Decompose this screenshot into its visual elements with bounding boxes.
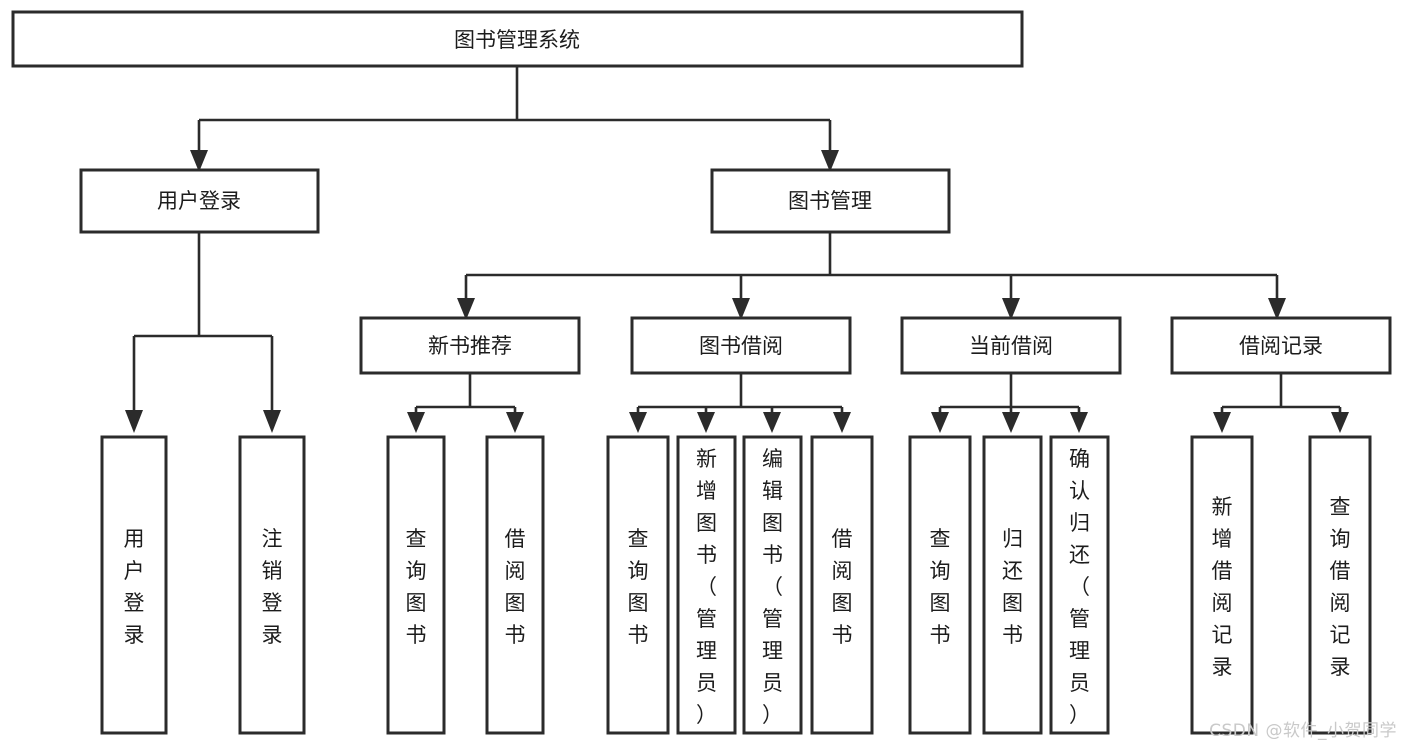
connector-layer [125,66,1349,433]
arrow-head-book-manage [821,150,839,172]
leaf-query-book-bor-rect[interactable] [606,435,670,735]
node-current-borrow-rect[interactable] [900,316,1122,375]
arrow-head-leaf-borrow-book-new [506,412,524,433]
leaf-add-book-rect[interactable] [676,435,737,735]
arrow-head-leaf-add-book [697,412,715,433]
connector-currentborrow-to-leaves [931,373,1088,433]
leaf-borrow-book-bor-rect[interactable] [810,435,874,735]
leaf-user-login-rect[interactable] [100,435,168,735]
connector-bookborrow-to-leaves [629,373,851,433]
leaf-query-book-new-label: 查询图书 [406,527,427,647]
node-root-rect[interactable] [11,10,1024,68]
connector-bookmanage-to-level3 [457,232,1286,320]
leaf-borrow-book-new-label: 借阅图书 [505,527,526,647]
leaf-return-book-label: 归还图书 [1002,527,1023,647]
node-root[interactable]: 图书管理系统 [11,10,1024,68]
leaf-confirm-return[interactable]: 确认归还（管理员） [1049,435,1110,735]
node-user-login-label: 用户登录 [157,189,241,213]
arrow-head-leaf-edit-book [763,412,781,433]
leaf-return-book[interactable]: 归还图书 [982,435,1043,735]
node-current-borrow-label: 当前借阅 [969,334,1053,358]
leaf-query-book-cur-label: 查询图书 [930,527,951,647]
node-user-login[interactable]: 用户登录 [79,168,320,234]
node-new-book-rec[interactable]: 新书推荐 [359,316,581,375]
node-borrow-record[interactable]: 借阅记录 [1170,316,1392,375]
leaf-user-login-label: 用户登录 [124,527,145,647]
arrow-head-leaf-query-book-cur [931,412,949,433]
node-borrow-record-label: 借阅记录 [1239,334,1323,358]
leaf-borrow-book-new-rect[interactable] [485,435,545,735]
node-book-manage-label: 图书管理 [788,189,872,213]
connector-userlogin-to-leaves [125,232,281,433]
node-book-borrow-label: 图书借阅 [699,334,783,358]
leaf-add-record[interactable]: 新增借阅记录 [1190,435,1254,735]
leaf-borrow-book-new[interactable]: 借阅图书 [485,435,545,735]
connector-newbook-to-leaves [407,373,524,433]
leaf-add-record-rect[interactable] [1190,435,1254,735]
leaf-confirm-return-rect[interactable] [1049,435,1110,735]
arrow-head-leaf-user-login [125,410,143,433]
leaf-edit-book-label: 编辑图书（管理员） [762,447,783,727]
arrow-head-leaf-return-book [1002,412,1020,433]
arrow-head-borrow-record [1268,298,1286,320]
leaf-query-record[interactable]: 查询借阅记录 [1308,435,1372,735]
csdn-watermark: CSDN @软件_小贺同学 [1209,721,1397,741]
leaf-query-book-new[interactable]: 查询图书 [386,435,446,735]
arrow-head-leaf-add-record [1213,412,1231,433]
arrow-head-leaf-query-record [1331,412,1349,433]
leaf-borrow-book-bor-label: 借阅图书 [832,527,853,647]
arrow-head-user-login [190,150,208,172]
arrow-head-leaf-query-book-new [407,412,425,433]
leaf-return-book-rect[interactable] [982,435,1043,735]
node-new-book-rec-rect[interactable] [359,316,581,375]
leaf-logout[interactable]: 注销登录 [238,435,306,735]
arrow-head-leaf-borrow-book-bor [833,412,851,433]
leaf-confirm-return-label: 确认归还（管理员） [1069,447,1090,727]
arrow-head-leaf-logout [263,410,281,433]
leaf-user-login[interactable]: 用户登录 [100,435,168,735]
node-borrow-record-rect[interactable] [1170,316,1392,375]
leaf-add-record-label: 新增借阅记录 [1212,495,1233,679]
leaf-edit-book-rect[interactable] [742,435,803,735]
leaf-borrow-book-bor[interactable]: 借阅图书 [810,435,874,735]
leaf-query-book-cur-rect[interactable] [908,435,972,735]
node-root-label: 图书管理系统 [454,28,580,52]
arrow-head-new-book-rec [457,298,475,320]
leaf-add-book-label: 新增图书（管理员） [696,447,717,727]
leaf-add-book[interactable]: 新增图书（管理员） [676,435,737,735]
node-book-manage-rect[interactable] [710,168,951,234]
leaf-edit-book[interactable]: 编辑图书（管理员） [742,435,803,735]
leaf-query-book-cur[interactable]: 查询图书 [908,435,972,735]
leaf-query-book-bor[interactable]: 查询图书 [606,435,670,735]
arrow-head-leaf-confirm-return [1070,412,1088,433]
arrow-head-book-borrow [732,298,750,320]
leaf-logout-rect[interactable] [238,435,306,735]
node-user-login-rect[interactable] [79,168,320,234]
node-book-borrow-rect[interactable] [630,316,852,375]
leaf-query-book-new-rect[interactable] [386,435,446,735]
node-current-borrow[interactable]: 当前借阅 [900,316,1122,375]
connector-borrowrecord-to-leaves [1213,373,1349,433]
node-book-manage[interactable]: 图书管理 [710,168,951,234]
connector-root-to-level2 [190,66,839,172]
arrow-head-leaf-query-book-bor [629,412,647,433]
arrow-head-current-borrow [1002,298,1020,320]
node-book-borrow[interactable]: 图书借阅 [630,316,852,375]
leaf-logout-label: 注销登录 [262,527,283,647]
leaf-query-book-bor-label: 查询图书 [628,527,649,647]
leaf-query-record-rect[interactable] [1308,435,1372,735]
node-new-book-rec-label: 新书推荐 [428,334,512,358]
leaf-layer: 用户登录 注销登录 查询图书 借阅图书 查询图书 新增图书（管理员） 编辑图书（管理员） 借阅… [100,435,1372,735]
leaf-query-record-label: 查询借阅记录 [1330,495,1351,679]
